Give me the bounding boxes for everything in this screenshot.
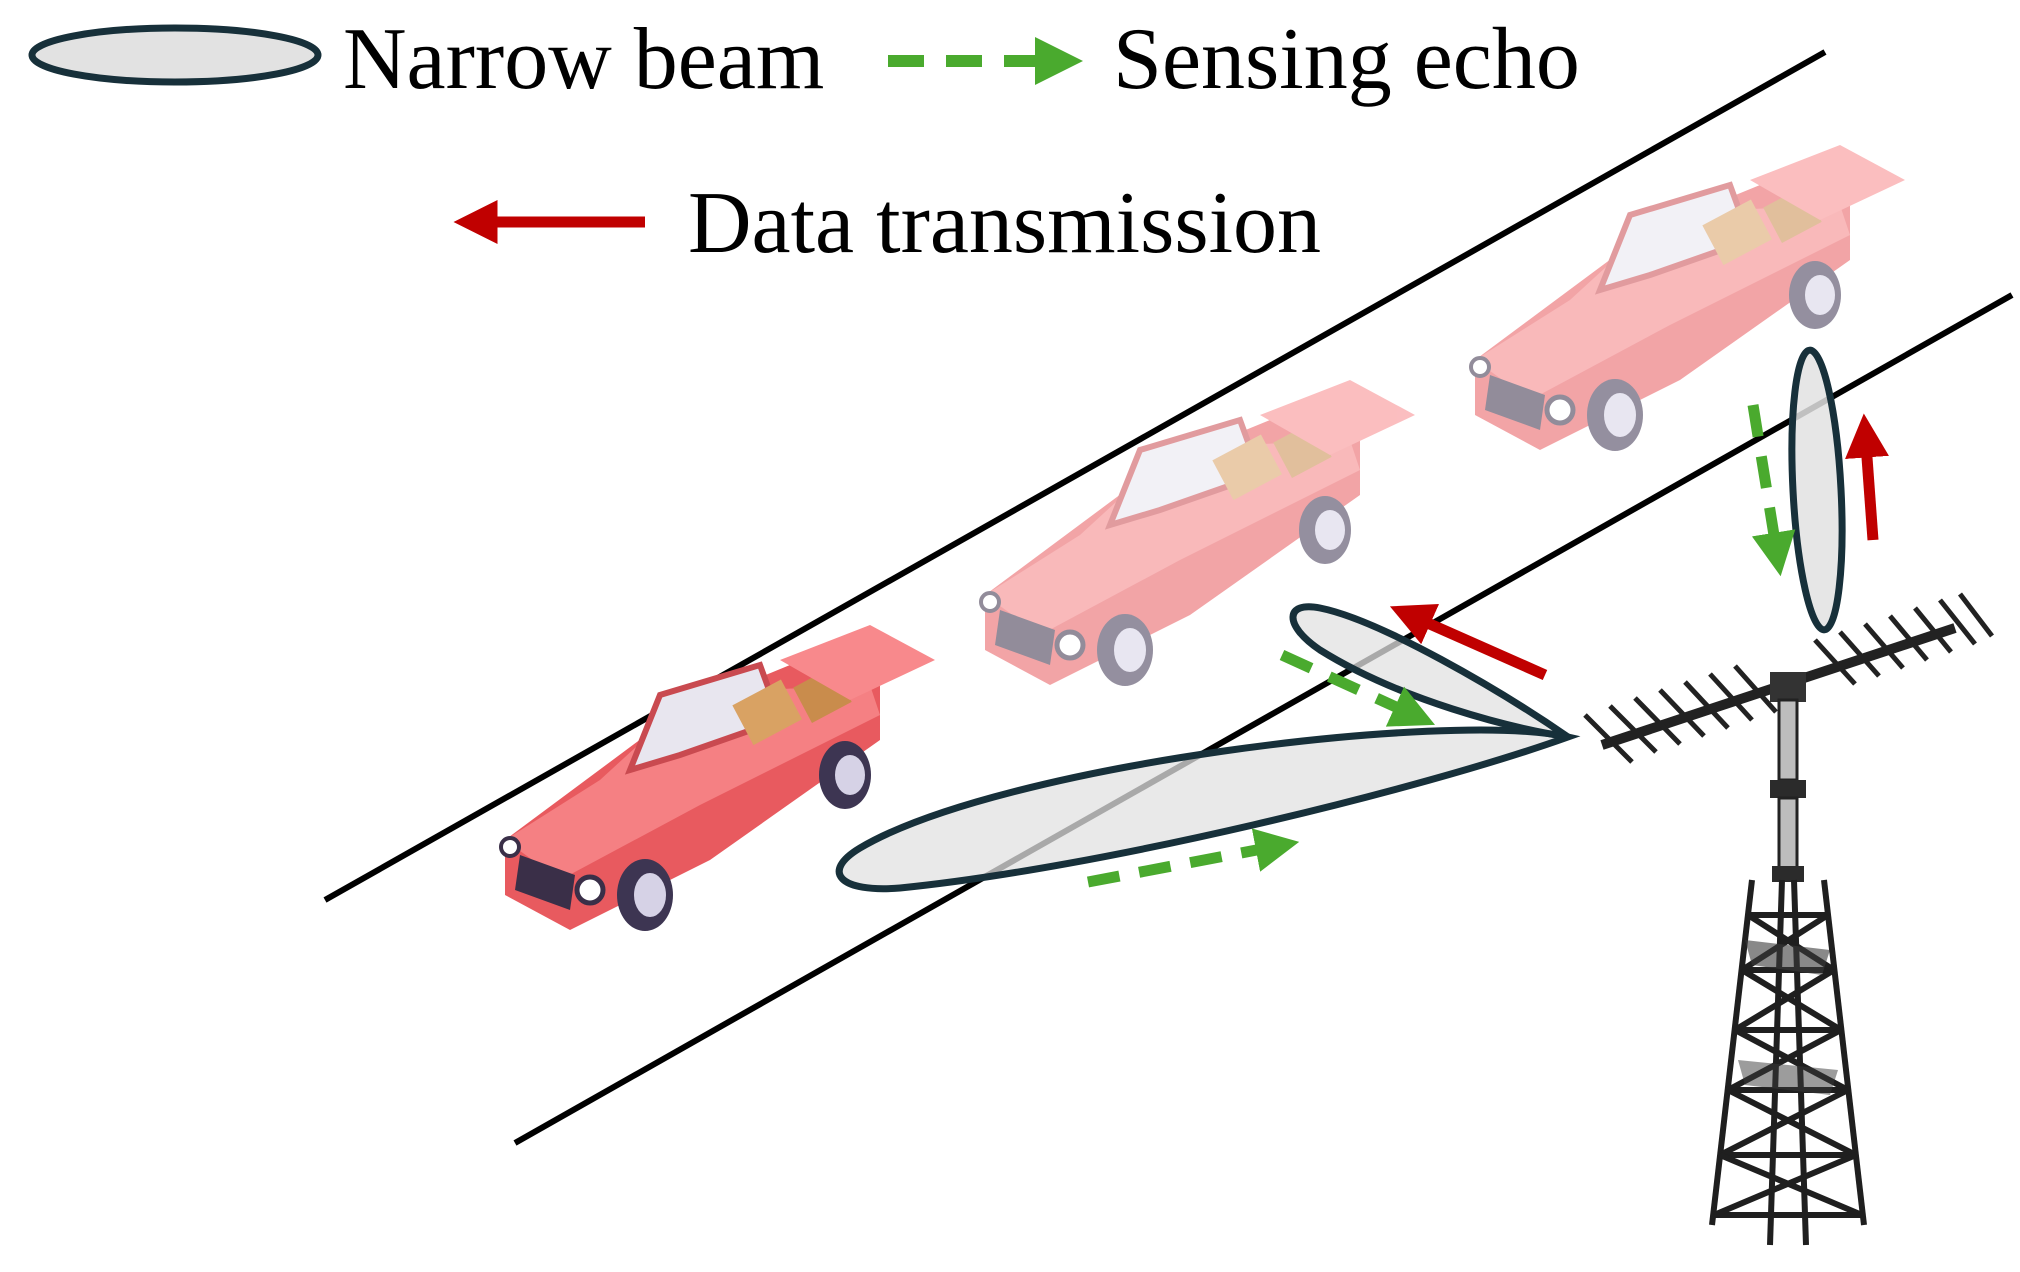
data-transmission-arrow-middle [1389,604,1548,681]
antenna-array-icon [1583,592,1994,764]
narrow-beam-swatch [28,24,322,86]
narrow-beam-middle [1289,603,1570,741]
data-transmission-arrow-vertical [1845,413,1889,541]
legend-data-transmission-label: Data transmission [688,175,1321,272]
sensing-echo-arrow-middle [1279,649,1436,727]
data-transmission-arrows [1389,413,1889,681]
narrow-beams [835,346,1846,893]
car-icon-faded-far [1471,145,1905,451]
road [323,49,2014,1146]
sensing-echo-arrows [1086,404,1796,888]
legend-sensing-echo-label: Sensing echo [1113,11,1580,108]
road-edge-upper [323,49,1827,903]
sensing-echo-arrow-long [1086,828,1300,888]
road-edge-lower [513,292,2014,1146]
legend-narrow-beam: Narrow beam [28,11,824,108]
legend-data-transmission: Data transmission [453,175,1321,272]
legend-narrow-beam-label: Narrow beam [343,11,824,108]
sensing-echo-arrow-vertical [1747,404,1796,577]
base-station-tower-icon [1583,592,1994,1246]
legend-sensing-echo: Sensing echo [888,11,1580,108]
legend: Narrow beam Sensing echo Data transmissi… [28,11,1580,272]
narrow-beam-vertical [1788,346,1846,634]
narrow-beam-long [835,726,1581,893]
